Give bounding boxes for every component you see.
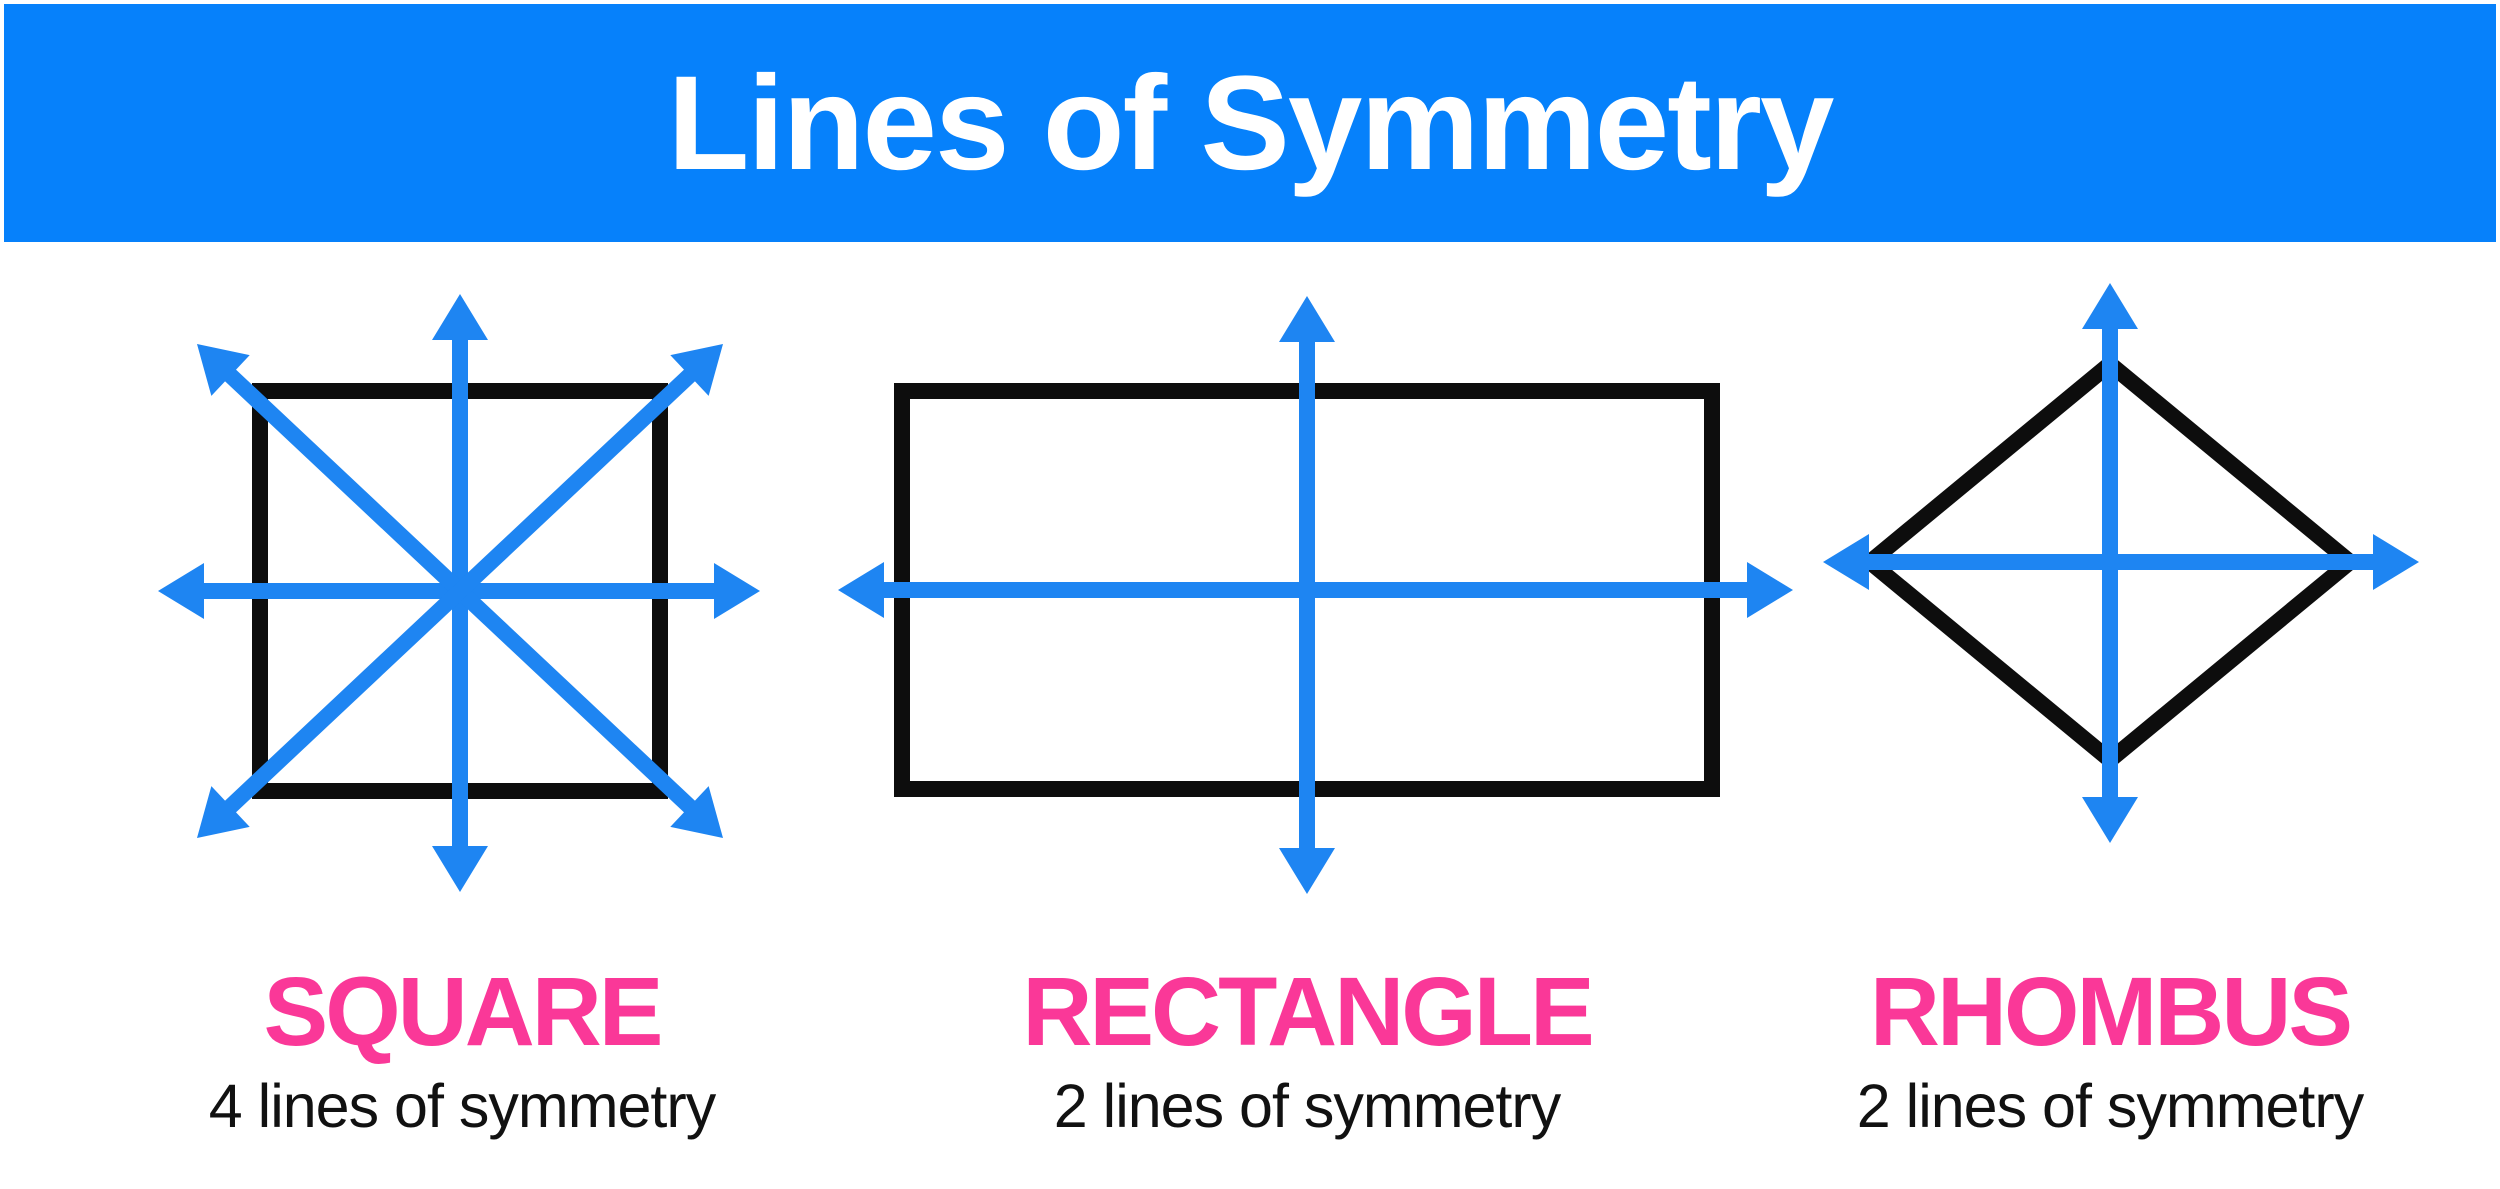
arrowhead-rectangle [1279, 848, 1335, 894]
shape-subtitle-rectangle: 2 lines of symmetry [1053, 1072, 1561, 1140]
arrowhead-square [670, 786, 723, 838]
arrowhead-square [714, 563, 760, 619]
arrowhead-square [197, 344, 250, 396]
symmetry-line-diagonal-up-square [218, 363, 702, 819]
arrowhead-rhombus [2082, 283, 2138, 329]
shape-label-rhombus: RHOMBUS [1869, 957, 2353, 1066]
arrowhead-rectangle [1279, 296, 1335, 342]
caption-square: SQUARE 4 lines of symmetry [112, 963, 812, 1137]
shape-label-rectangle: RECTANGLE [1022, 957, 1594, 1066]
arrowhead-square [432, 846, 488, 892]
shape-label-square: SQUARE [263, 957, 664, 1066]
caption-rhombus: RHOMBUS 2 lines of symmetry [1760, 963, 2460, 1137]
title-banner: Lines of Symmetry [4, 4, 2496, 242]
arrowhead-rhombus [2082, 797, 2138, 843]
page-title: Lines of Symmetry [667, 48, 1835, 198]
shape-subtitle-rhombus: 2 lines of symmetry [1856, 1072, 2364, 1140]
arrowhead-rectangle [1747, 562, 1793, 618]
arrowhead-square [670, 344, 723, 396]
figure-rhombus [1823, 283, 2419, 843]
caption-rectangle: RECTANGLE 2 lines of symmetry [957, 963, 1657, 1137]
arrowhead-square [197, 786, 250, 838]
shape-subtitle-square: 4 lines of symmetry [208, 1072, 716, 1140]
arrowhead-rhombus [2373, 534, 2419, 590]
arrowhead-square [158, 563, 204, 619]
figure-square [158, 294, 760, 892]
arrowhead-rhombus [1823, 534, 1869, 590]
arrowhead-rectangle [838, 562, 884, 618]
arrowhead-square [432, 294, 488, 340]
figure-rectangle [838, 296, 1793, 894]
